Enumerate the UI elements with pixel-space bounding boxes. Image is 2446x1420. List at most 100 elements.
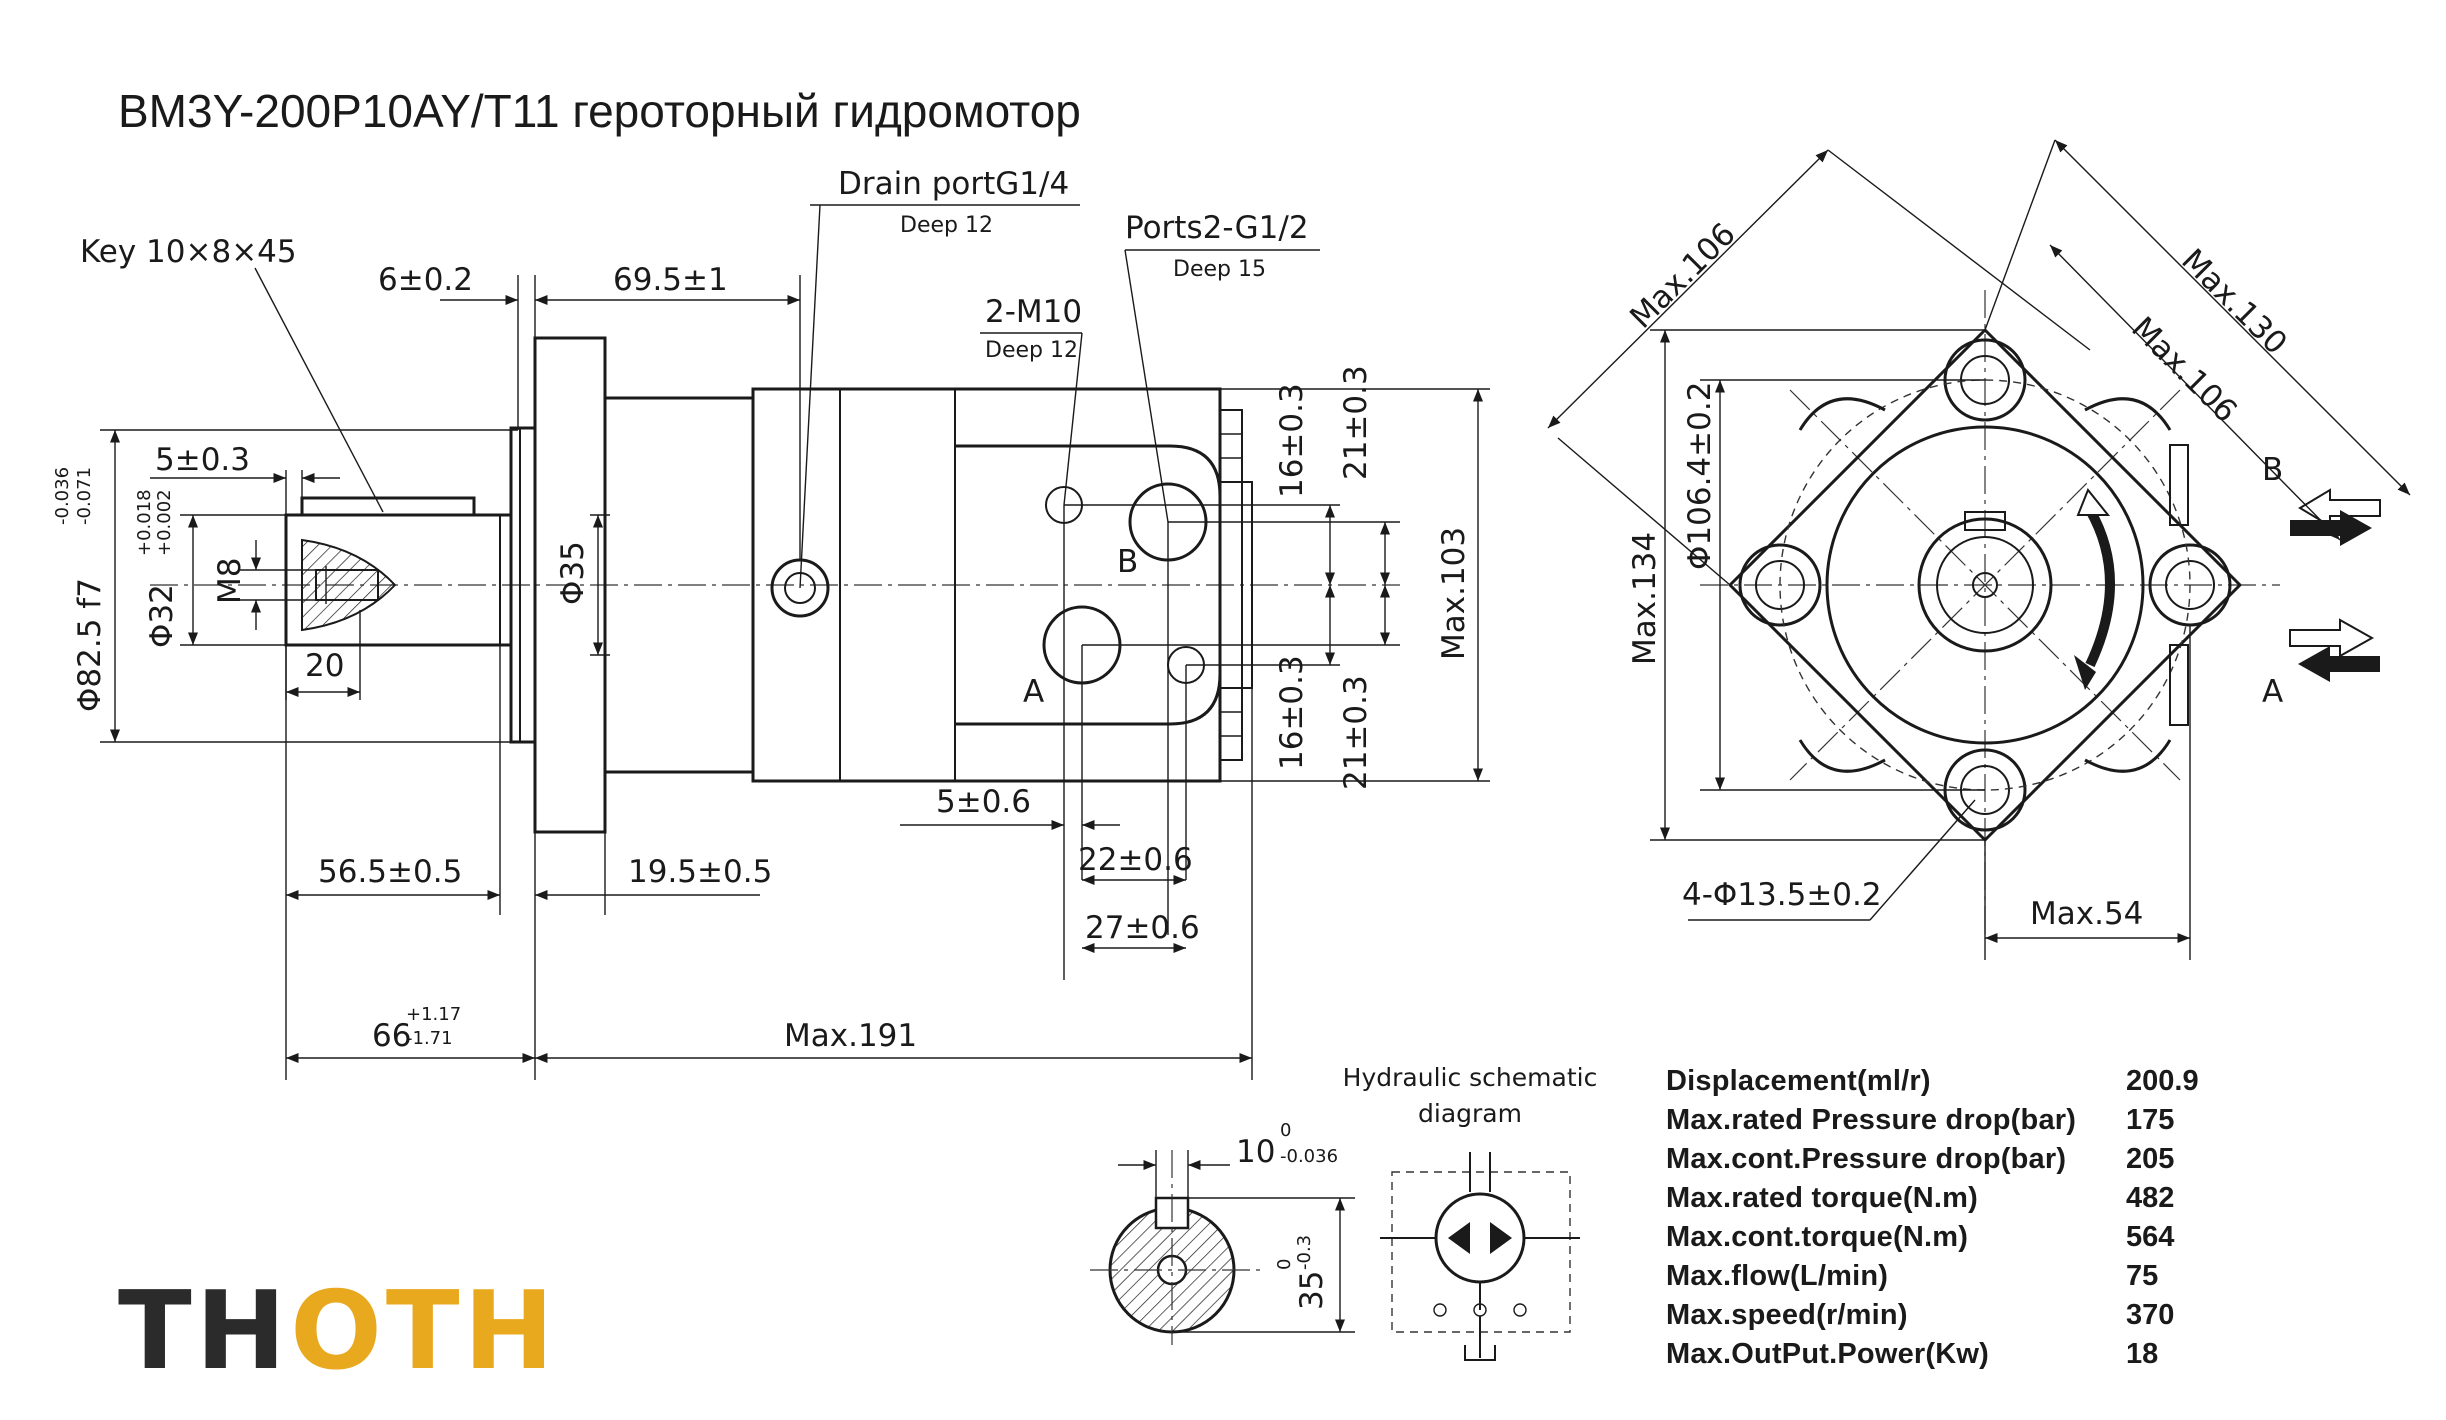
- logo-part-1: TH: [118, 1269, 291, 1394]
- dim-35-tol-upper: 0: [1274, 1259, 1295, 1270]
- dim-d32-tol-lower: +0.002: [154, 489, 175, 556]
- side-port-a-label: A: [1023, 674, 1044, 710]
- dim-6: 6±0.2: [378, 262, 473, 298]
- dim-max54: Max.54: [2030, 896, 2143, 932]
- rotation-arrow: [2085, 507, 2115, 668]
- spec-name: Max.flow(L/min): [1666, 1260, 1889, 1292]
- side-dimension-lines: [100, 204, 1490, 1080]
- ports-depth: Deep 15: [1173, 257, 1266, 282]
- key-label: Key 10×8×45: [80, 234, 297, 270]
- dim-max130: Max.130: [2174, 242, 2294, 362]
- dim-16-top: 16±0.3: [1274, 383, 1310, 498]
- spec-row: Max.cont.torque(N.m) 564: [1666, 1218, 2246, 1257]
- dim-10-tol-lower: -0.036: [1280, 1146, 1338, 1167]
- spec-value: 482: [2126, 1182, 2175, 1214]
- dim-d82-5-tol-upper: -0.036: [52, 467, 73, 525]
- dim-10: 10: [1236, 1134, 1275, 1170]
- dim-5-6: 5±0.6: [936, 784, 1031, 820]
- dim-35-tol-lower: -0.3: [1294, 1235, 1315, 1270]
- dim-d35: Φ35: [555, 541, 591, 605]
- thoth-logo: THOTH: [118, 1278, 558, 1386]
- dim-max134: Max.134: [1627, 532, 1663, 665]
- dim-max106-b: Max.106: [2124, 310, 2244, 430]
- dim-holes: 4-Φ13.5±0.2: [1682, 877, 1882, 913]
- dim-19-5: 19.5±0.5: [628, 854, 772, 890]
- dim-16-bottom: 16±0.3: [1274, 655, 1310, 770]
- m10-label: 2-M10: [985, 294, 1082, 330]
- dim-69-5: 69.5±1: [613, 262, 728, 298]
- spec-value: 370: [2126, 1299, 2175, 1331]
- port-b-arrows: [2290, 488, 2381, 546]
- spec-value: 75: [2126, 1260, 2159, 1292]
- output-shaft: [284, 426, 537, 744]
- dim-max103: Max.103: [1436, 527, 1472, 660]
- schematic-title-line1: Hydraulic schematic: [1342, 1063, 1598, 1092]
- side-view-labels: Key 10×8×45 Drain portG1/4 Deep 12 Ports…: [52, 166, 1472, 1054]
- shaft-section-labels: 10 0 -0.036 35 0 -0.3: [1236, 1120, 1338, 1310]
- spec-row: Max.cont.Pressure drop(bar) 205: [1666, 1140, 2246, 1179]
- spec-row: Max.rated torque(N.m) 482: [1666, 1179, 2246, 1218]
- dim-d82-5: Φ82.5 f7: [72, 578, 108, 712]
- spec-name: Max.speed(r/min): [1666, 1299, 1908, 1331]
- spec-name: Max.rated torque(N.m): [1666, 1182, 1978, 1214]
- spec-name: Max.cont.Pressure drop(bar): [1666, 1143, 2067, 1175]
- shaft-cross-section: [1090, 1150, 1355, 1345]
- end-view: [1547, 139, 2411, 960]
- drain-port-depth: Deep 12: [900, 213, 993, 238]
- port-block: [955, 444, 1222, 726]
- threaded-hole-section: [301, 538, 397, 632]
- dim-d106-4: Φ106.4±0.2: [1682, 382, 1718, 570]
- dim-21-bottom: 21±0.3: [1338, 675, 1374, 790]
- dim-66-tol-upper: +1.17: [406, 1004, 461, 1025]
- dim-d32-tol-upper: +0.018: [134, 489, 155, 556]
- dim-max191: Max.191: [784, 1018, 917, 1054]
- schematic-title-line2: diagram: [1418, 1099, 1522, 1128]
- logo-part-2: O: [290, 1269, 386, 1394]
- dim-66-tol-lower: -1.71: [406, 1028, 453, 1049]
- end-shaft-circle: [1917, 517, 2053, 653]
- spec-name: Max.OutPut.Power(Kw): [1666, 1338, 1990, 1370]
- dim-35: 35: [1294, 1271, 1330, 1310]
- hydraulic-schematic: [1380, 1152, 1580, 1361]
- dim-max106-a: Max.106: [1623, 216, 1743, 336]
- dim-56-5: 56.5±0.5: [318, 854, 462, 890]
- spec-name: Displacement(ml/r): [1666, 1065, 1931, 1097]
- dim-10-tol-upper: 0: [1280, 1120, 1291, 1141]
- mount-ear-left: [1738, 543, 1822, 627]
- ports-label: Ports2-G1/2: [1125, 210, 1309, 246]
- spec-row: Max.OutPut.Power(Kw) 18: [1666, 1335, 2246, 1374]
- end-dimension-lines: [1547, 139, 2411, 960]
- dim-d82-5-tol-lower: -0.071: [74, 467, 95, 525]
- dim-66: 66: [372, 1018, 411, 1054]
- dim-22: 22±0.6: [1078, 842, 1193, 878]
- spec-row: Max.flow(L/min) 75: [1666, 1257, 2246, 1296]
- dim-21-top: 21±0.3: [1338, 365, 1374, 480]
- spec-name: Max.cont.torque(N.m): [1666, 1221, 1969, 1253]
- spec-value: 18: [2126, 1338, 2159, 1370]
- spec-value: 205: [2126, 1143, 2175, 1175]
- dim-27: 27±0.6: [1085, 910, 1200, 946]
- spec-value: 200.9: [2126, 1065, 2199, 1097]
- page-title: BM3Y-200P10AY/T11 героторный гидромотор: [118, 85, 1081, 137]
- end-view-labels: Max.106 Max.130 Max.106 Φ106.4±0.2 Max.1…: [1623, 216, 2294, 932]
- spec-row: Displacement(ml/r) 200.9: [1666, 1062, 2246, 1101]
- port-a-arrows: [2289, 618, 2380, 682]
- spec-value: 564: [2126, 1221, 2175, 1253]
- dim-20: 20: [305, 648, 344, 684]
- m10-depth: Deep 12: [985, 338, 1078, 363]
- end-port-a-label: A: [2262, 674, 2283, 710]
- specs-table: Displacement(ml/r) 200.9 Max.rated Pressu…: [1666, 1062, 2246, 1374]
- spec-row: Max.speed(r/min) 370: [1666, 1296, 2246, 1335]
- end-port-b-label: B: [2262, 452, 2283, 488]
- side-port-b-label: B: [1117, 544, 1138, 580]
- dim-5: 5±0.3: [155, 442, 250, 478]
- schematic-title: Hydraulic schematic diagram: [1340, 1060, 1600, 1132]
- dim-d32: Φ32: [144, 584, 180, 648]
- side-view: [100, 204, 1490, 1080]
- spec-row: Max.rated Pressure drop(bar)175: [1666, 1101, 2246, 1140]
- spec-name: Max.rated Pressure drop(bar): [1666, 1104, 2077, 1136]
- dim-m8: M8: [212, 558, 248, 604]
- end-body-circle: [1825, 425, 2145, 745]
